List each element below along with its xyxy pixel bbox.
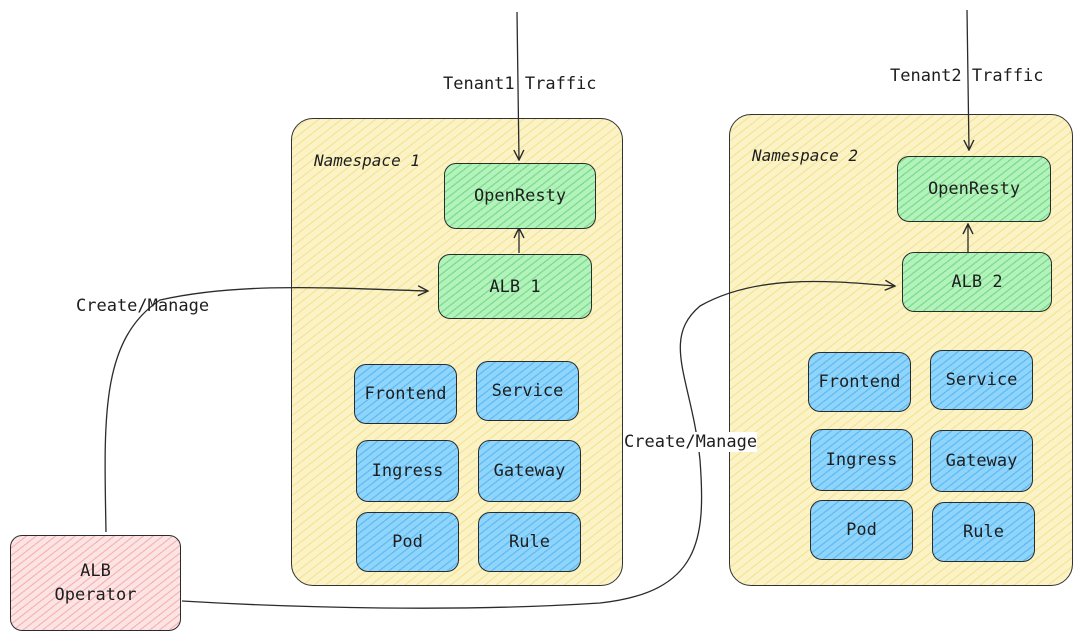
openresty-1-node[interactable]: OpenResty <box>444 163 596 229</box>
alb-operator-node[interactable]: ALB Operator <box>10 535 181 631</box>
rule-1-node[interactable]: Rule <box>478 512 581 572</box>
gateway-1-node[interactable]: Gateway <box>478 440 581 502</box>
gateway-2-node[interactable]: Gateway <box>930 430 1033 492</box>
alb-2-node[interactable]: ALB 2 <box>902 252 1052 312</box>
alb-operator-label-line2: Operator <box>54 585 137 605</box>
frontend-1-node[interactable]: Frontend <box>354 364 457 424</box>
pod-2-node[interactable]: Pod <box>810 500 913 560</box>
ingress-2-node[interactable]: Ingress <box>810 429 913 491</box>
alb-operator-label-line1: ALB <box>80 561 111 581</box>
service-1-node[interactable]: Service <box>476 361 579 421</box>
namespace-2-label: Namespace 2 <box>752 146 858 165</box>
service-2-node[interactable]: Service <box>930 350 1033 410</box>
frontend-2-node[interactable]: Frontend <box>808 352 911 412</box>
create-manage-label-1: Create/Manage <box>76 296 210 316</box>
create-manage-label-2: Create/Manage <box>624 432 758 452</box>
namespace-1-label: Namespace 1 <box>314 151 420 170</box>
tenant1-traffic-label: Tenant1 Traffic <box>443 74 597 94</box>
ingress-1-node[interactable]: Ingress <box>356 440 459 502</box>
tenant2-traffic-label: Tenant2 Traffic <box>890 66 1044 86</box>
openresty-2-node[interactable]: OpenResty <box>897 156 1051 222</box>
pod-1-node[interactable]: Pod <box>356 512 459 572</box>
rule-2-node[interactable]: Rule <box>932 502 1035 562</box>
alb-1-node[interactable]: ALB 1 <box>438 254 592 319</box>
